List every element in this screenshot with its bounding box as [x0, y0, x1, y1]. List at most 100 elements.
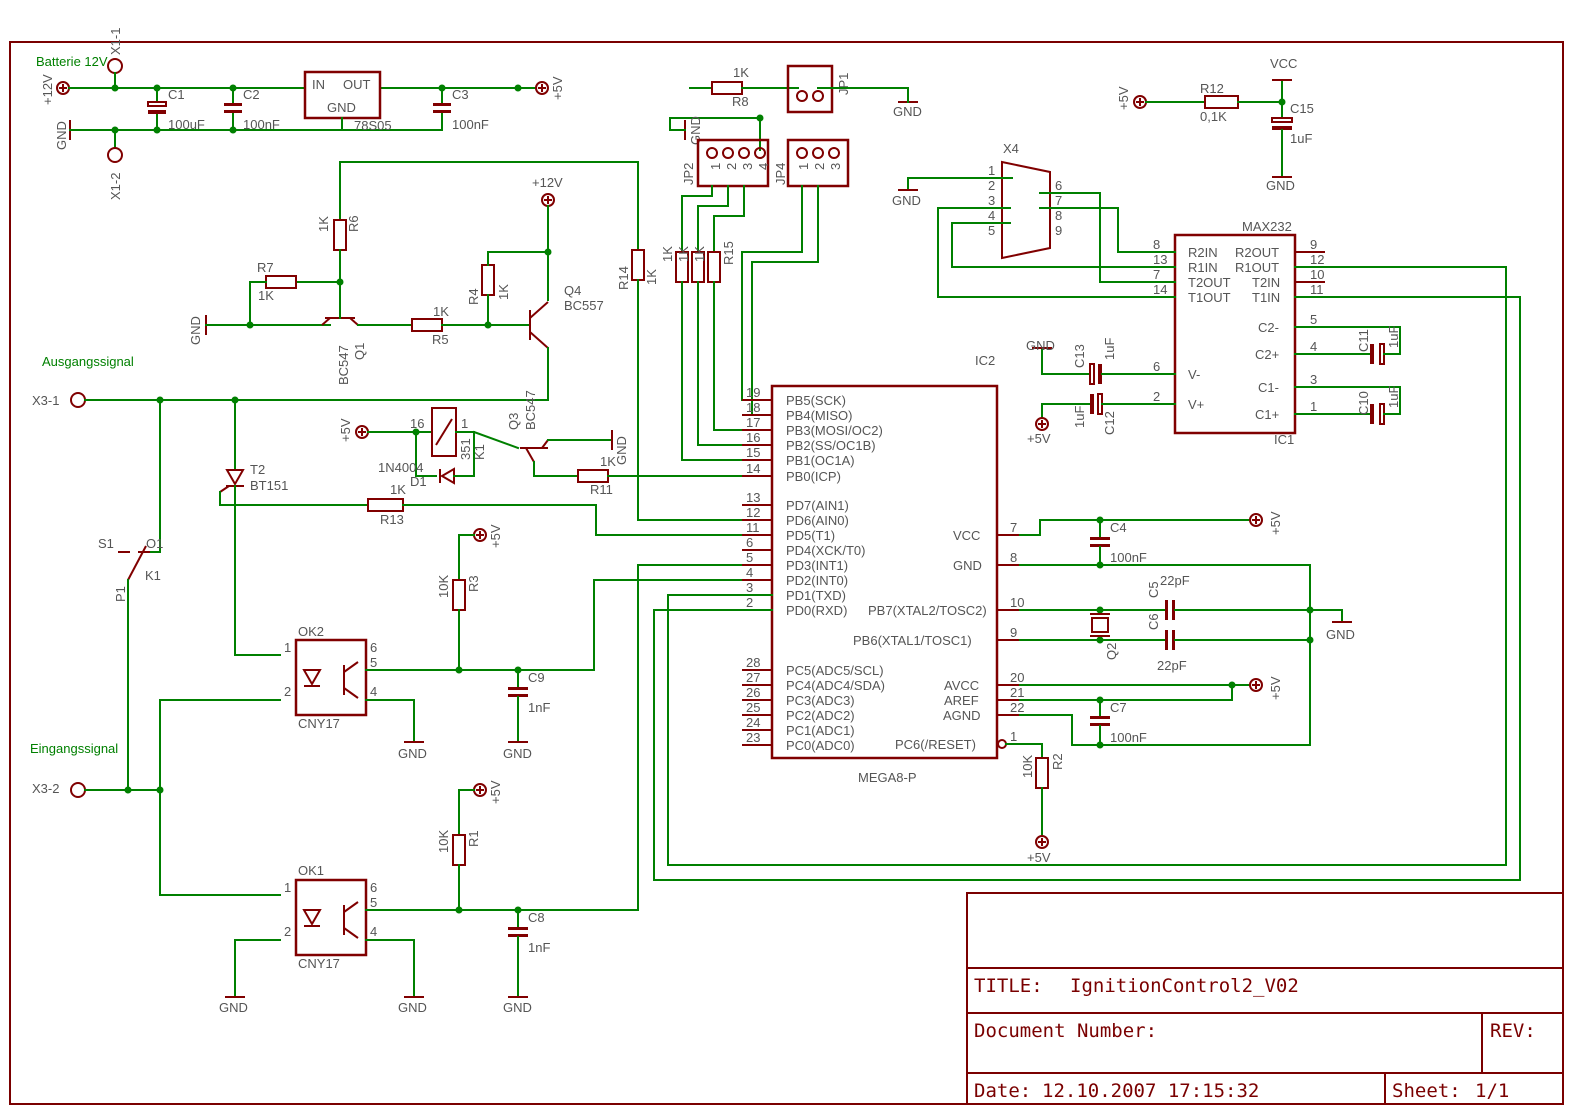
x1-2-terminal[interactable] [107, 147, 123, 163]
svg-text:OUT: OUT [343, 77, 371, 92]
r17-resistor[interactable] [707, 251, 721, 283]
mega-pin-name: PD5(T1) [786, 528, 835, 543]
x1-1-terminal[interactable] [107, 58, 123, 74]
r13-resistor[interactable] [367, 498, 404, 512]
svg-text:R6: R6 [346, 215, 361, 232]
mega-pin-name: PC6(/RESET) [895, 737, 976, 752]
max-pin-name: R1OUT [1235, 260, 1279, 275]
svg-text:2: 2 [812, 163, 827, 170]
svg-text:GND: GND [1266, 178, 1295, 193]
mega-pin-name: AREF [944, 693, 979, 708]
t2-thyristor[interactable] [225, 469, 245, 487]
r12-resistor[interactable] [1204, 95, 1239, 109]
r8-resistor[interactable] [711, 81, 743, 95]
svg-text:16: 16 [410, 416, 424, 431]
svg-text:R13: R13 [380, 512, 404, 527]
mega-pin-number: 28 [746, 655, 760, 670]
mega-right-circuit: +5V C4 100nF Q2 C5 22pF C6 22pF GND +5V [997, 511, 1355, 865]
q2-crystal[interactable] [1091, 617, 1109, 633]
svg-text:C6: C6 [1146, 613, 1161, 630]
plus5v-terminal-reset[interactable] [1035, 835, 1049, 849]
svg-text:+12V: +12V [532, 175, 563, 190]
mega-pin-number: 12 [746, 505, 760, 520]
svg-text:O1: O1 [146, 536, 163, 551]
svg-text:IN: IN [312, 77, 325, 92]
mega-pin-name: PD2(INT0) [786, 573, 848, 588]
mega-pin-name: PC5(ADC5/SCL) [786, 663, 884, 678]
sheet-frame [9, 41, 1564, 1105]
d1-diode[interactable] [440, 467, 455, 485]
mega-pin-name: AVCC [944, 678, 979, 693]
svg-text:T2: T2 [250, 462, 265, 477]
r14-resistor[interactable] [631, 249, 645, 281]
jp2-header[interactable] [696, 138, 770, 188]
r3-resistor[interactable] [452, 579, 466, 611]
x3-1-terminal[interactable] [70, 392, 86, 408]
svg-text:+5V: +5V [488, 524, 503, 548]
plus5v-terminal-top[interactable] [535, 81, 549, 95]
optocoupler-ok1: OK1 CNY17 1 2 6 5 4 GND GND [219, 564, 773, 1015]
r5-resistor[interactable] [411, 318, 443, 332]
svg-text:P1: P1 [113, 586, 128, 602]
svg-text:GND: GND [893, 104, 922, 119]
x4-db9-connector[interactable] [1001, 160, 1051, 260]
svg-text:1K: 1K [258, 288, 274, 303]
svg-text:C9: C9 [528, 670, 545, 685]
driver-stage: 1K R6 R7 1K GND BC547 Q1 1K R5 R4 1K +12… [188, 161, 773, 521]
plus5v-terminal-vplus[interactable] [1035, 417, 1049, 431]
svg-text:1N4004: 1N4004 [378, 460, 424, 475]
relay-section: +5V 16 351 K1 1 1N4004 D1 Q3 BC547 GND 1… [338, 390, 773, 497]
ok2-optocoupler[interactable] [294, 638, 368, 717]
svg-text:1K: 1K [600, 454, 616, 469]
jp1-section: 1K R8 JP1 GND [689, 64, 922, 119]
svg-text:C11: C11 [1356, 329, 1371, 352]
max-pin-name: C2+ [1255, 347, 1279, 362]
svg-text:R2: R2 [1050, 753, 1065, 770]
svg-text:100nF: 100nF [1110, 550, 1147, 565]
mega-pin-number: 7 [1010, 520, 1017, 535]
plus5v-terminal-avcc[interactable] [1249, 678, 1263, 692]
gnd-label-left: GND [54, 121, 69, 150]
mega-pin-number: 27 [746, 670, 760, 685]
svg-text:GND: GND [327, 100, 356, 115]
mega-pin-number: 4 [746, 565, 753, 580]
svg-text:R4: R4 [466, 288, 481, 305]
svg-text:2: 2 [284, 924, 291, 939]
ok1-optocoupler[interactable] [294, 878, 368, 957]
svg-text:BC547: BC547 [523, 390, 538, 430]
mega-pin-number: 21 [1010, 685, 1024, 700]
svg-text:1: 1 [796, 163, 811, 170]
r7-resistor[interactable] [265, 275, 297, 289]
r1-resistor[interactable] [452, 834, 466, 866]
mega-pin-name: PB4(MISO) [786, 408, 852, 423]
r2-resistor[interactable] [1035, 757, 1049, 789]
plus5v-terminal-vcc[interactable] [1249, 513, 1263, 527]
svg-text:JP4: JP4 [773, 163, 788, 185]
mega-pin-name: AGND [943, 708, 981, 723]
svg-text:GND: GND [1026, 338, 1055, 353]
mega-pin-number: 15 [746, 445, 760, 460]
mega-pin-number: 10 [1010, 595, 1024, 610]
svg-text:R15: R15 [721, 241, 736, 265]
regulator-label: 78S05 [354, 118, 392, 133]
mega-pin-number: 13 [746, 490, 760, 505]
s1-relay-contact[interactable] [127, 545, 147, 581]
mega-pin-number: 14 [746, 461, 760, 476]
svg-text:3: 3 [828, 163, 843, 170]
svg-text:C7: C7 [1110, 700, 1127, 715]
c1-value: 100uF [168, 117, 205, 132]
x1-1-label: X1-1 [108, 28, 123, 55]
r6-resistor[interactable] [333, 219, 347, 251]
mega-pin-number: 17 [746, 415, 760, 430]
svg-text:3: 3 [988, 193, 995, 208]
mega8-body[interactable] [770, 384, 999, 760]
r4-resistor[interactable] [481, 264, 495, 296]
mega-pin-name: PD0(RXD) [786, 603, 847, 618]
max232-body[interactable] [1173, 233, 1297, 435]
svg-text:6: 6 [370, 880, 377, 895]
svg-text:Q2: Q2 [1104, 643, 1119, 660]
x3-2-terminal[interactable] [70, 782, 86, 798]
r11-resistor[interactable] [577, 469, 609, 483]
mega-pin-name: PB7(XTAL2/TOSC2) [868, 603, 987, 618]
